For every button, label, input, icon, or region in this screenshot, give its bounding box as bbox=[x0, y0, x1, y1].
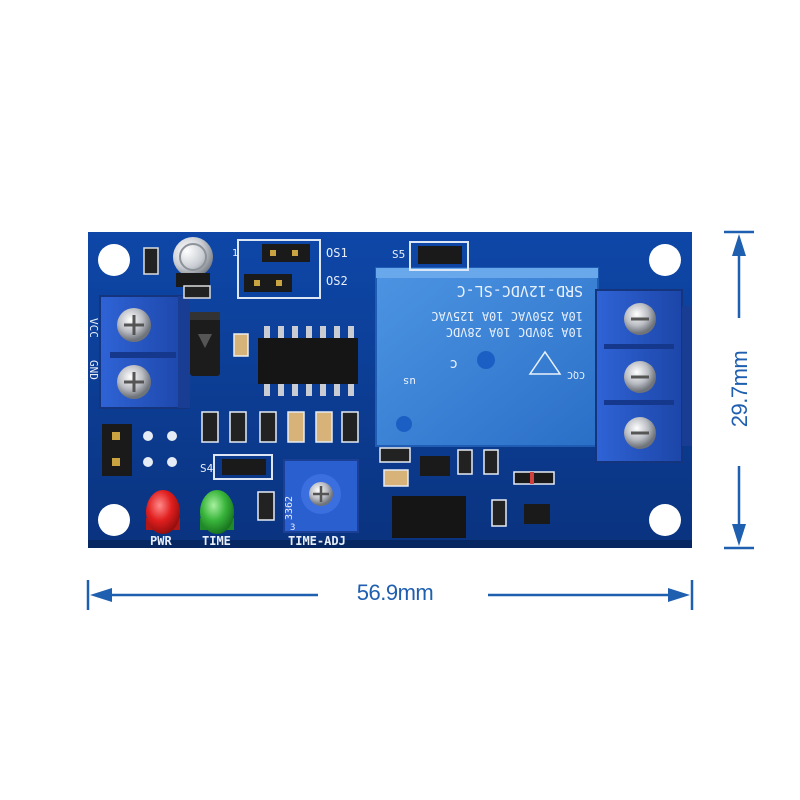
smd-capacitor bbox=[383, 469, 409, 487]
pot-code: 3362 bbox=[284, 496, 295, 520]
pcb-shadow-edge bbox=[88, 540, 692, 548]
label-pwr: PWR bbox=[150, 534, 172, 548]
height-dimension-line bbox=[724, 230, 754, 550]
label-os1: OS1 bbox=[326, 246, 348, 260]
jumper-s4 bbox=[213, 454, 273, 480]
svg-text:CQC: CQC bbox=[567, 369, 585, 380]
capacitor bbox=[173, 237, 213, 287]
smd-resistor bbox=[143, 247, 159, 275]
optocoupler bbox=[392, 496, 466, 538]
label-os2: OS2 bbox=[326, 274, 348, 288]
svg-text:SRD-12VDC-SL-C: SRD-12VDC-SL-C bbox=[457, 282, 583, 300]
smd-capacitor bbox=[233, 333, 249, 357]
smd-resistor-row bbox=[201, 411, 359, 443]
output-terminal-block bbox=[595, 289, 692, 463]
svg-text:c: c bbox=[450, 356, 458, 372]
label-time-adj: TIME-ADJ bbox=[288, 534, 346, 548]
height-dimension-label: 29.7mm bbox=[727, 350, 752, 428]
pwr-led bbox=[146, 490, 180, 534]
smd-resistor bbox=[483, 449, 499, 475]
jumper-os bbox=[237, 239, 321, 299]
svg-text:10A 30VDC 10A 28VDC: 10A 30VDC 10A 28VDC bbox=[446, 325, 583, 339]
smd-resistor bbox=[257, 491, 275, 521]
pot-pin: 3 bbox=[290, 523, 295, 533]
mounting-hole-top-right bbox=[649, 244, 681, 276]
relay-dot bbox=[477, 351, 495, 369]
smd-resistor bbox=[183, 285, 211, 299]
mounting-hole-top-left bbox=[98, 244, 130, 276]
mounting-hole-bottom-left bbox=[98, 504, 130, 536]
svg-text:us: us bbox=[403, 375, 416, 388]
label-time: TIME bbox=[202, 534, 231, 548]
label-s5: S5 bbox=[392, 248, 405, 261]
sot-transistor bbox=[524, 504, 550, 524]
relay: SRD-12VDC-SL-C 10A 250VAC 10A 125VAC 10A… bbox=[375, 267, 599, 447]
smd-resistor bbox=[379, 447, 411, 463]
smd-resistor bbox=[491, 499, 507, 527]
ic-chip bbox=[258, 326, 358, 396]
width-dimension-line bbox=[86, 580, 694, 610]
label-s4: S4 bbox=[200, 462, 214, 475]
label-gnd: GND bbox=[87, 360, 100, 380]
width-dimension-label: 56.9mm bbox=[356, 580, 434, 605]
trimmer-potentiometer bbox=[283, 459, 359, 533]
input-terminal-block bbox=[99, 295, 190, 409]
svg-text:10A 250VAC 10A 125VAC: 10A 250VAC 10A 125VAC bbox=[431, 309, 583, 323]
mounting-hole-bottom-right bbox=[649, 504, 681, 536]
label-vcc: VCC bbox=[87, 318, 100, 338]
header-pins bbox=[102, 424, 177, 476]
label-one: 1 bbox=[232, 248, 238, 259]
smd-resistor bbox=[457, 449, 473, 475]
time-led bbox=[200, 490, 234, 534]
transistor bbox=[420, 456, 450, 476]
diode bbox=[190, 312, 220, 376]
jumper-s5 bbox=[409, 241, 469, 271]
